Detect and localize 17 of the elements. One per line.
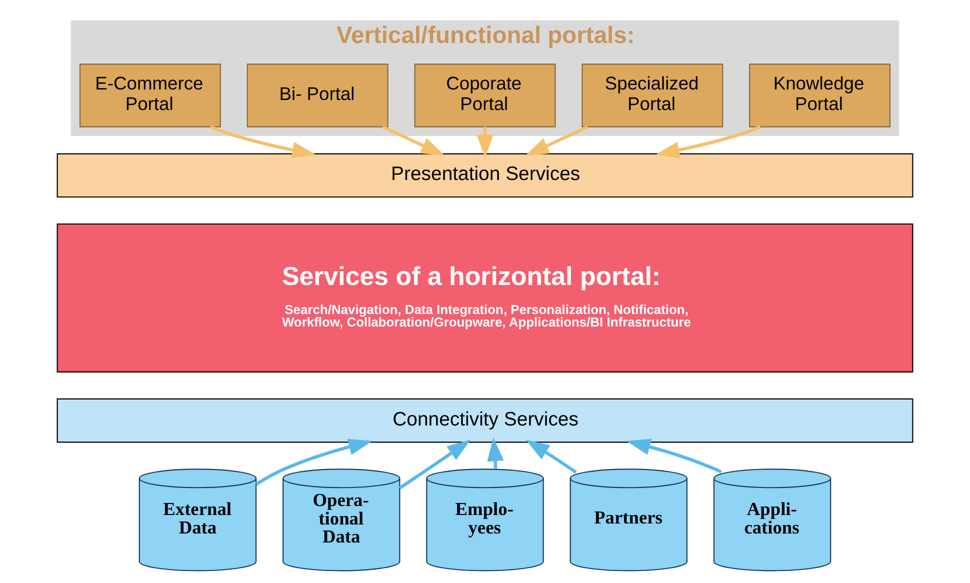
arrow — [626, 438, 722, 474]
arrow — [656, 125, 761, 158]
node-box: Knowledge Portal — [749, 64, 891, 128]
node-box: Presentation Services — [56, 153, 914, 198]
node-box: E-Commerce Portal — [79, 64, 221, 128]
arrow — [525, 125, 588, 156]
node-box: Connectivity Services — [56, 398, 914, 443]
arrow — [255, 438, 372, 486]
node-box: Bi- Portal — [246, 64, 388, 128]
node-box: Coporate Portal — [414, 64, 556, 128]
arrow — [210, 125, 316, 158]
node-box: Specialized Portal — [582, 64, 724, 128]
arrow — [382, 125, 445, 156]
arrow — [526, 440, 577, 474]
arrow — [398, 440, 471, 490]
arrow — [487, 437, 504, 470]
node-box: Services of a horizontal portal: Search/Navigation, Data Integration, Personalization, Notification, Workflow, Collaboration/Groupware, Applications/BI Infrastructure — [56, 223, 914, 372]
